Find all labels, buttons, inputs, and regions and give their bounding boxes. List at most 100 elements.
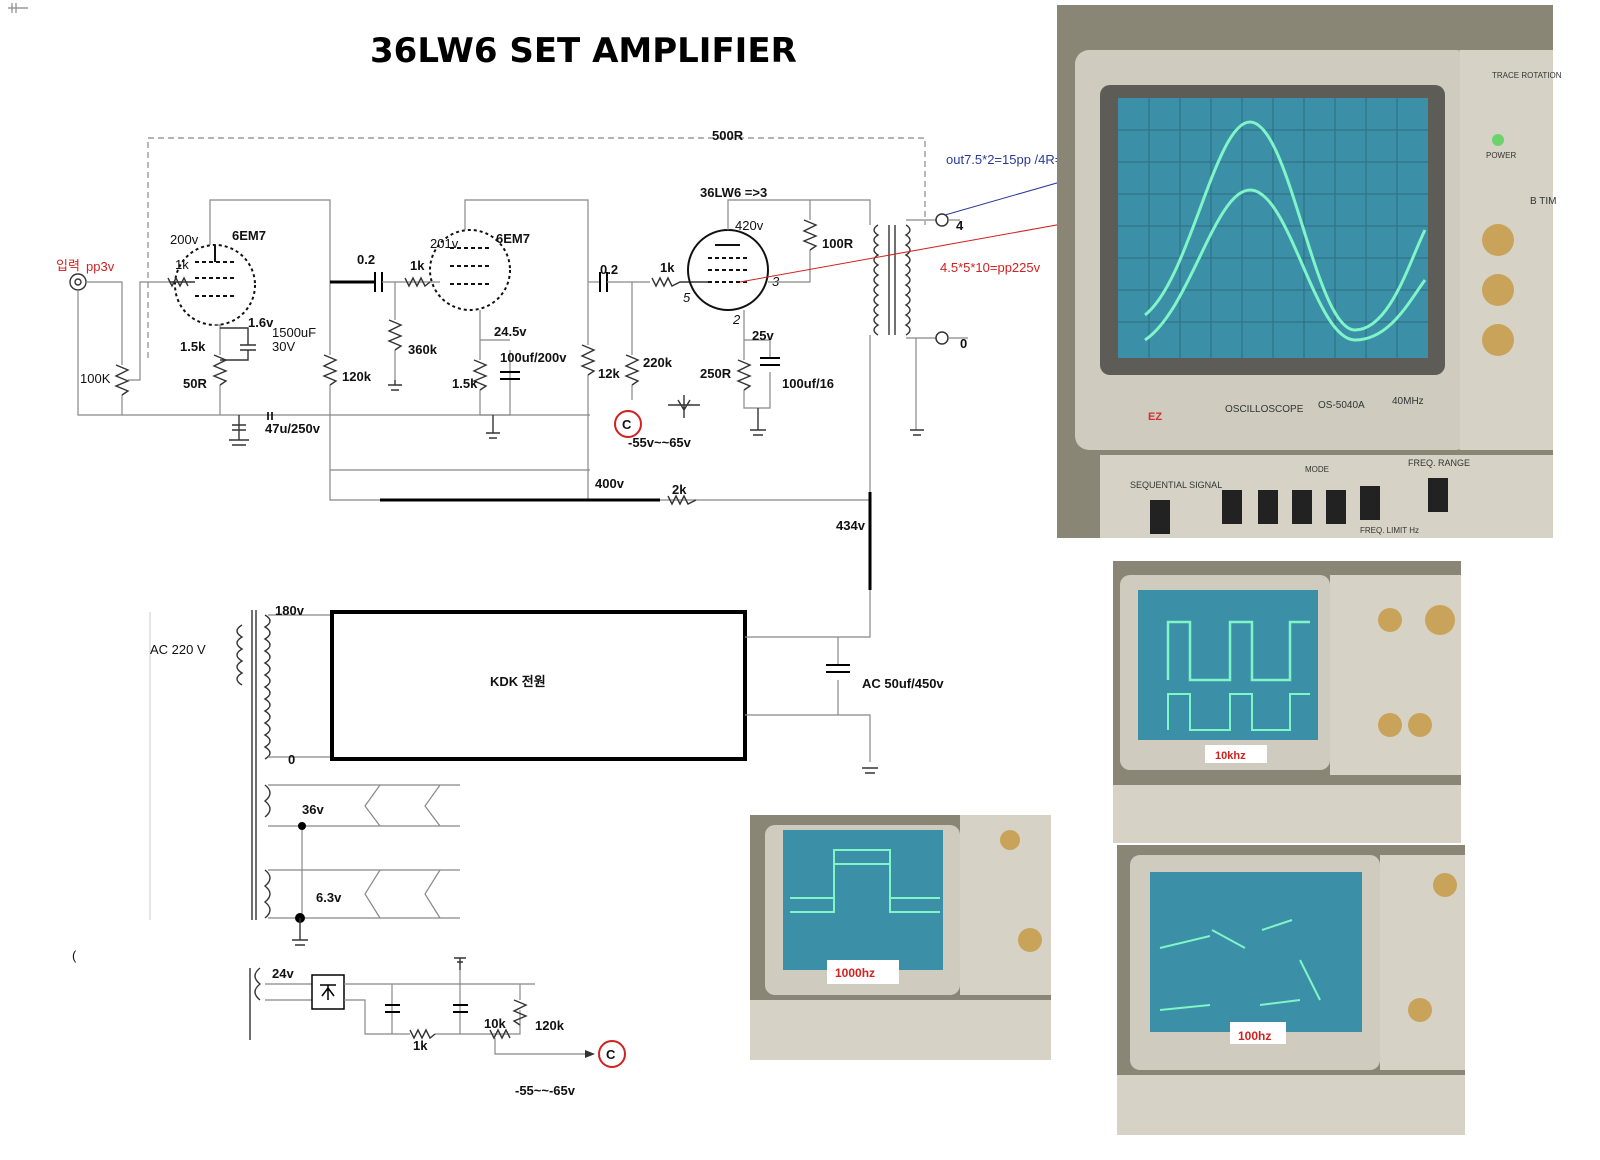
zener-diode: [668, 395, 700, 418]
ground-symbol: [862, 767, 878, 774]
output-cathode-r: 250R: [700, 366, 732, 381]
secondary-6v3: 6.3v: [316, 890, 342, 905]
square-trace-1khz-b: [790, 863, 940, 913]
stage1-tube-label: 6EM7: [232, 228, 266, 243]
scope-brand: EZ: [1148, 411, 1162, 423]
scope-photo-10khz: 10khz: [1113, 561, 1461, 843]
square-trace-large: [1166, 620, 1310, 682]
output-cathode-cap-label: 100uf/16: [782, 376, 834, 391]
stage2-tube: [429, 229, 511, 311]
stage2-cathode-cap-label: 100uf/200v: [500, 350, 567, 365]
caption-10khz: 10khz: [1215, 750, 1246, 762]
scope-bandwidth: 40MHz: [1392, 396, 1424, 407]
power-label: POWER: [1486, 151, 1516, 160]
power-supply-label: KDK 전원: [490, 674, 546, 689]
bridge-rectifier: [311, 974, 345, 1010]
output-transformer: [873, 224, 911, 336]
sine-trace-large: [1144, 120, 1427, 332]
output-pin5: 5: [683, 290, 691, 305]
trace-rotation-label: TRACE ROTATION: [1492, 71, 1562, 80]
scope-photo-1khz: 1000hz: [750, 815, 1051, 1060]
trace-100hz: [1159, 919, 1321, 1011]
page-title: 36LW6 SET AMPLIFIER: [370, 31, 797, 71]
stage1-plate-r: 120k: [342, 369, 372, 384]
b-plus-434v: 434v: [836, 518, 866, 533]
output-cathode-resistor: [736, 359, 752, 391]
output-tube-label: 36LW6 =>3: [700, 185, 767, 200]
ground-symbol: [292, 918, 308, 946]
scope-model-no: OS-5040A: [1318, 400, 1365, 411]
coupling1-grid-resistor: [404, 276, 431, 288]
annotation-output-power: out7.5*2=15pp /4R=7W: [946, 152, 1083, 167]
output-screen-resistor: [802, 219, 818, 251]
tap-0-label: 0: [960, 336, 967, 351]
ground-symbol: [454, 957, 466, 970]
input-level: pp3v: [86, 259, 115, 274]
coupling1-cap-label: 0.2: [357, 252, 375, 267]
coupling1-grid-r: 1k: [410, 258, 425, 273]
bias-output-range: -55~~-65v: [515, 1083, 576, 1098]
coupling2-bias: -55v~~65v: [628, 435, 692, 450]
speaker-terminal-4: [935, 213, 949, 227]
stage2-tube-label: 6EM7: [496, 231, 530, 246]
output-screen-r: 100R: [822, 236, 854, 251]
b-plus-400v: 400v: [595, 476, 625, 491]
btime-label: B TIM: [1530, 196, 1556, 207]
input-label-ko: 입력: [56, 258, 80, 273]
stage2-plate-resistor: [580, 344, 596, 376]
stage2-cathode-v: 24.5v: [494, 324, 527, 339]
filter-cap: [826, 664, 850, 673]
annotation-plate-swing: 4.5*5*10=pp225v: [940, 260, 1041, 275]
stage2-plate-r: 12k: [598, 366, 620, 381]
bias-filter-caps: [385, 1004, 468, 1013]
scope-model: OSCILLOSCOPE: [1225, 404, 1304, 415]
sine-trace-small: [1144, 188, 1427, 342]
feedback-path: [147, 137, 926, 358]
bias-resistor-10k: [489, 1028, 511, 1040]
stage1-plate-v: 200v: [170, 232, 199, 247]
secondary-36v: 36v: [302, 802, 324, 817]
square-trace-small: [1167, 693, 1310, 731]
caption-100hz: 100hz: [1238, 1029, 1271, 1043]
scope-photo-100hz: 100hz: [1117, 845, 1465, 1135]
bias-node-c: C: [614, 410, 642, 438]
freq-range-label: FREQ. RANGE: [1408, 458, 1470, 468]
stage1-plate-resistor: [322, 354, 338, 386]
bias-secondary-24v: 24v: [272, 966, 294, 981]
mode-label: MODE: [1305, 465, 1329, 474]
input-jack: [69, 273, 87, 291]
stage1-cathode-cap: [220, 327, 256, 361]
freq-limit-label: FREQ. LIMIT Hz: [1360, 526, 1419, 535]
sequential-label: SEQUENTIAL SIGNAL: [1130, 480, 1222, 490]
output-pin2: 2: [732, 312, 741, 327]
svg-text:C: C: [622, 417, 632, 432]
output-cathode-cap: [760, 357, 780, 366]
stage2-plate-v: 201v: [430, 236, 459, 251]
caption-1000hz: 1000hz: [835, 966, 875, 980]
ground-symbol: [388, 380, 402, 391]
input-pot-label: 100K: [80, 371, 111, 386]
secondary-180v: 180v: [275, 603, 305, 618]
square-trace-1khz-a: [790, 849, 940, 899]
junction-dot: [298, 822, 306, 830]
bias-out-node-c: C: [598, 1040, 626, 1068]
input-pot: [114, 364, 130, 396]
stage2-cathode-resistor: [472, 359, 488, 391]
decoupling-cap-label: 47u/250v: [265, 421, 321, 436]
coupling2-cap-label: 0.2: [600, 262, 618, 277]
b-plus-resistor: [667, 494, 697, 506]
power-transformer: [236, 610, 271, 1040]
bias-resistor-120k: [512, 999, 528, 1026]
power-led: [1492, 134, 1504, 146]
corner-mark: [8, 3, 28, 13]
b-plus-r2k: 2k: [672, 482, 687, 497]
stage1-grid-resistor: [167, 276, 189, 288]
bias-r1k: 1k: [413, 1038, 428, 1053]
bias-r120k: 120k: [535, 1018, 565, 1033]
stage1-grid-r: 1k: [175, 257, 189, 272]
bias-r10k: 10k: [484, 1016, 506, 1031]
output-plate-v: 420v: [735, 218, 764, 233]
decoupling-cap: [267, 412, 273, 420]
speaker-terminal-0: [935, 331, 949, 345]
coupling1-grid-leak: [387, 319, 403, 351]
